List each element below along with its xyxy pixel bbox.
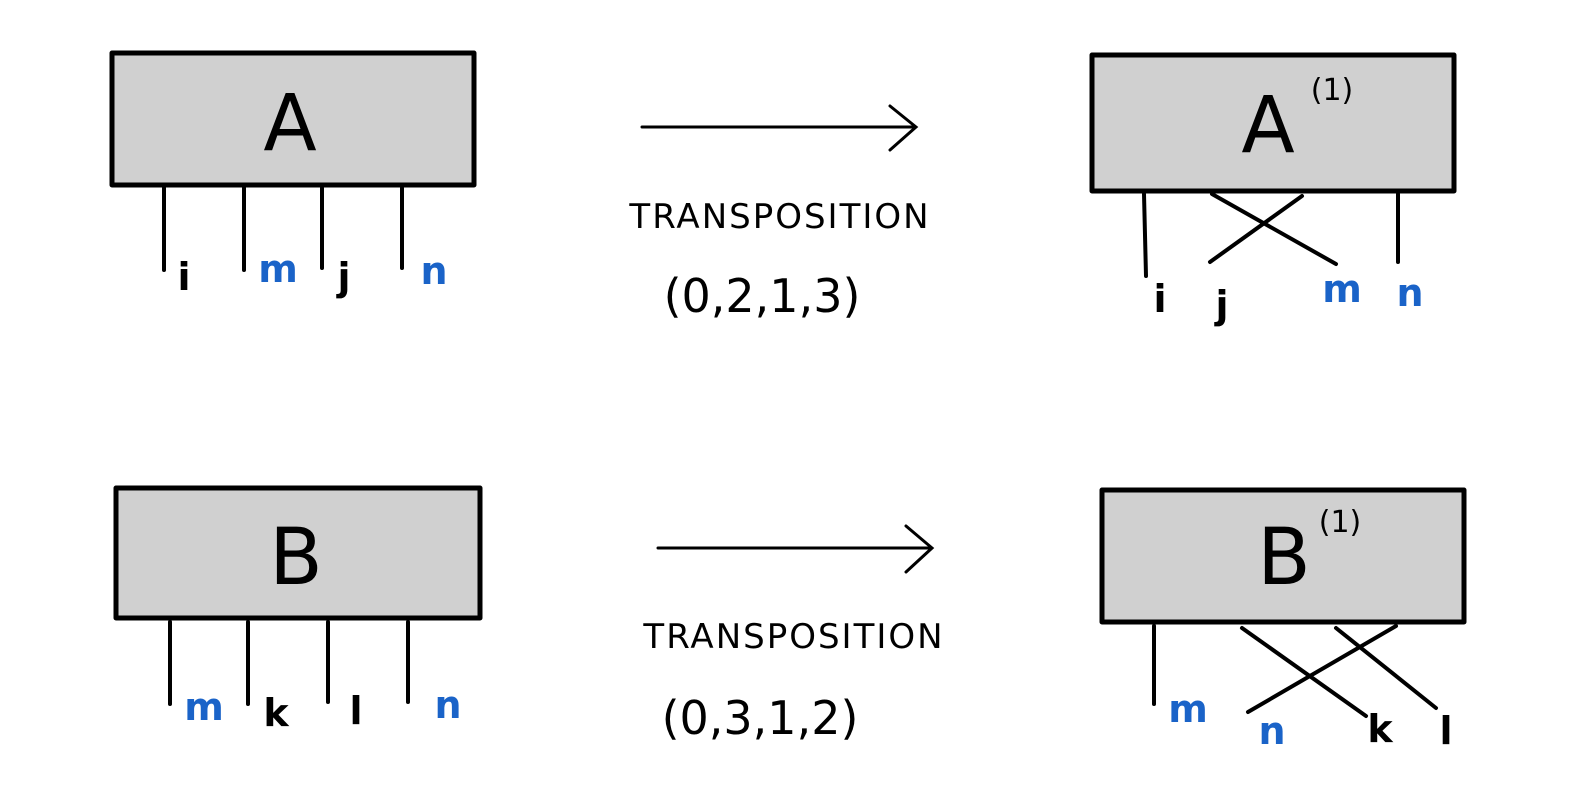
tensor-A-index-4: n <box>420 249 447 293</box>
tensor-B1-index-3: k <box>1367 707 1393 751</box>
tensor-B-box <box>113 485 483 621</box>
tensor-A1-label: A <box>1241 81 1294 171</box>
bottom-output-tensor: B (1) m n k l <box>1099 487 1467 753</box>
top-output-tensor: A (1) i j m n <box>1089 52 1457 327</box>
tensor-A1-leg-i <box>1142 192 1148 278</box>
tensor-A-index-2: m <box>258 247 298 291</box>
tensor-A1-index-4: n <box>1396 271 1423 315</box>
bottom-permutation-label: (0,3,1,2) <box>662 691 859 745</box>
tensor-B-index-3: l <box>349 689 362 733</box>
tensor-B1-box <box>1099 487 1467 625</box>
tensor-B-index-4: n <box>434 683 461 727</box>
top-operation-label: TRANSPOSITION <box>628 197 930 237</box>
tensor-B1-leg-k <box>1240 626 1368 718</box>
bottom-operation-label: TRANSPOSITION <box>642 617 944 657</box>
tensor-B1-leg-n <box>1246 624 1398 714</box>
tensor-A1-leg-m <box>1210 192 1338 266</box>
tensor-A1-leg-j <box>1208 194 1304 264</box>
top-input-tensor: A i m j n <box>109 50 477 299</box>
tensor-A1-box <box>1089 52 1457 194</box>
tensor-B1-superscript: (1) <box>1319 505 1362 540</box>
tensor-B1-label: B <box>1257 513 1311 603</box>
tensor-B-index-2: k <box>263 691 289 735</box>
top-transposition: TRANSPOSITION (0,2,1,3) <box>628 104 930 323</box>
tensor-A-box <box>109 50 477 188</box>
tensor-A-index-3: j <box>335 255 350 299</box>
tensor-B-label: B <box>269 513 323 603</box>
tensor-A1-index-1: i <box>1153 277 1166 321</box>
bottom-transposition: TRANSPOSITION (0,3,1,2) <box>642 524 944 745</box>
bottom-arrow-head-icon <box>904 524 935 574</box>
tensor-A-index-1: i <box>177 255 190 299</box>
top-arrow-head-icon <box>888 104 919 152</box>
bottom-input-tensor: B m k l n <box>113 485 483 735</box>
tensor-A1-index-3: m <box>1322 267 1362 311</box>
tensor-B1-index-1: m <box>1168 687 1208 731</box>
tensor-A1-superscript: (1) <box>1311 73 1354 108</box>
tensor-B-index-1: m <box>184 685 224 729</box>
top-permutation-label: (0,2,1,3) <box>664 269 861 323</box>
tensor-B1-leg-l <box>1334 626 1438 710</box>
tensor-B1-index-2: n <box>1258 709 1285 753</box>
tensor-A1-index-2: j <box>1213 283 1228 327</box>
tensor-B1-index-4: l <box>1439 709 1452 753</box>
tensor-A-label: A <box>263 79 316 169</box>
